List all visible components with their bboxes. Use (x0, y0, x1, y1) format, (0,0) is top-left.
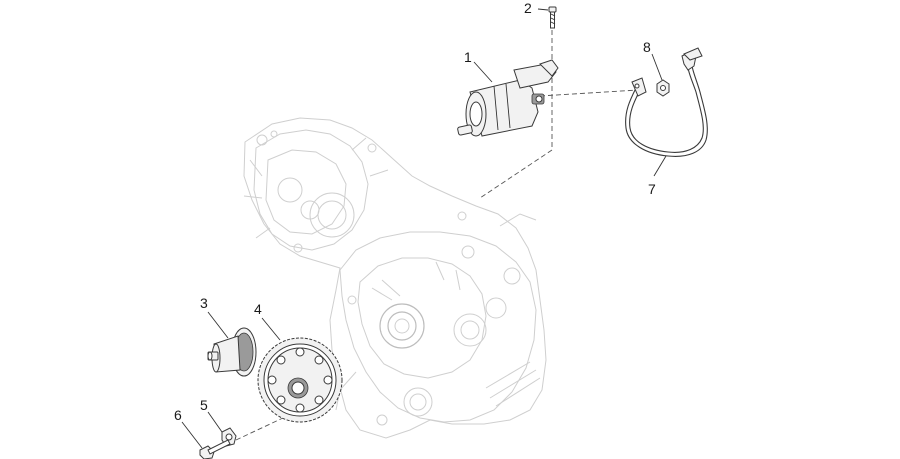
crankcase-ghost (243, 117, 547, 439)
callout-1: 1 (464, 49, 472, 65)
callout-7: 7 (648, 181, 656, 197)
part-4-ring-gear (257, 337, 343, 423)
part-8-nut (656, 79, 670, 97)
part-1-starter-motor (457, 59, 559, 137)
callout-labels: 1 2 3 4 5 6 7 8 (174, 0, 656, 423)
callout-2: 2 (524, 0, 532, 16)
callout-8: 8 (643, 39, 651, 55)
part-7-cable (625, 47, 708, 157)
leader-lines (181, 8, 667, 449)
callout-6: 6 (174, 407, 182, 423)
part-6-bolt (199, 439, 231, 459)
callout-5: 5 (200, 397, 208, 413)
part-3-gear (207, 327, 257, 377)
callout-3: 3 (200, 295, 208, 311)
callout-4: 4 (254, 301, 262, 317)
part-2-screw (548, 6, 557, 29)
